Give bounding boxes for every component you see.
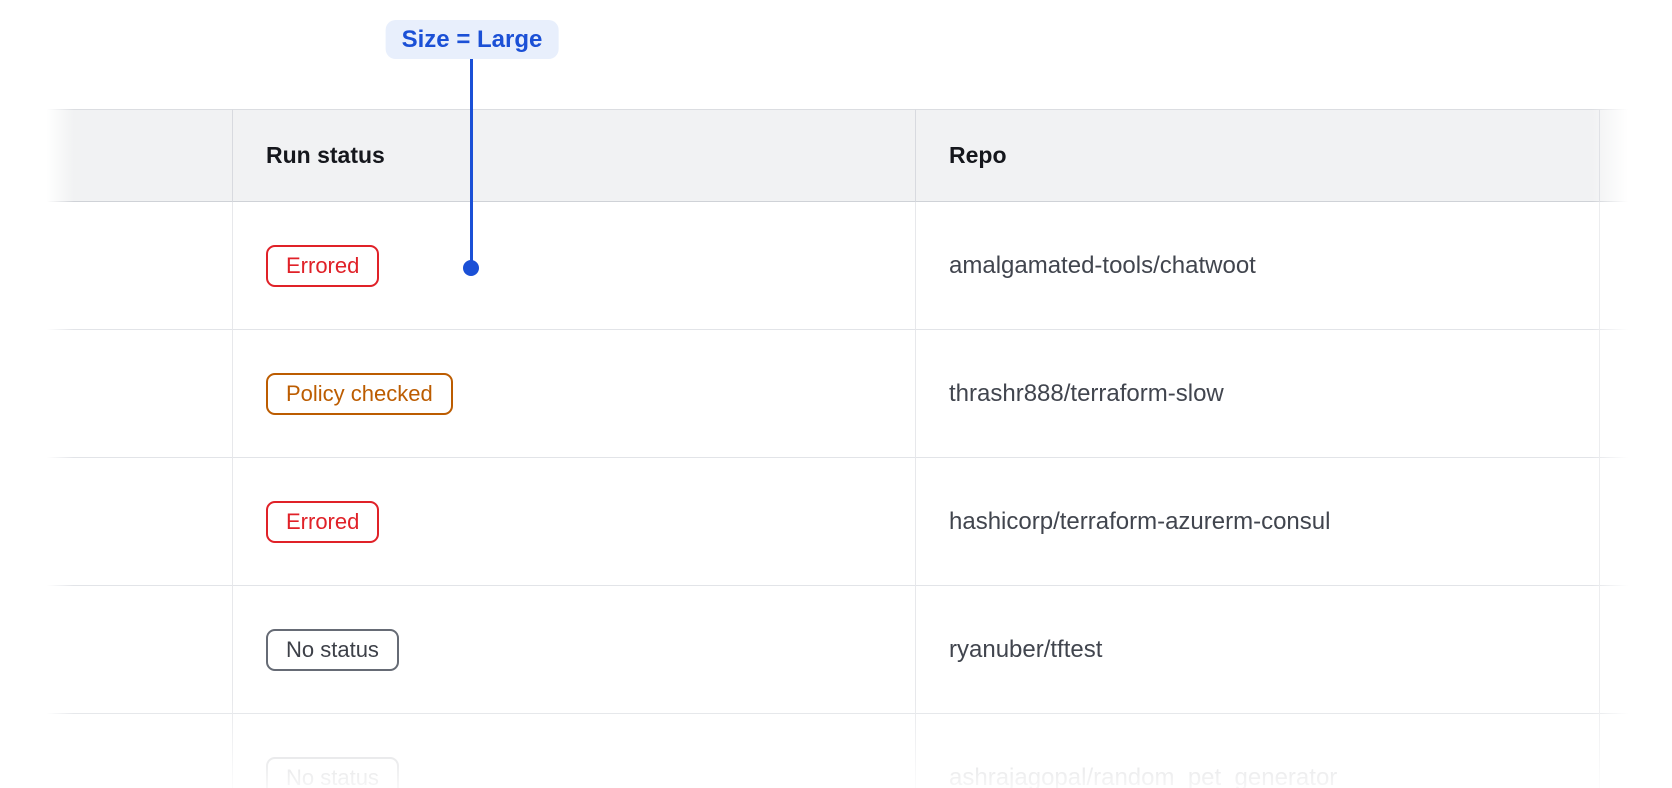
row-leading-cell <box>42 330 232 458</box>
run-status-cell: Errored <box>232 202 915 330</box>
table-body: Errored amalgamated-tools/chatwoot Polic… <box>42 202 1628 788</box>
status-badge-label: Policy checked <box>286 380 433 406</box>
row-cutoff-cell <box>1599 458 1628 586</box>
table-row[interactable]: Errored amalgamated-tools/chatwoot <box>42 202 1628 330</box>
repo-cell: hashicorp/terraform-azurerm-consul <box>915 458 1599 586</box>
repo-cell-text: ryanuber/tftest <box>949 635 1103 663</box>
repo-cell-text: ashrajagopal/random_pet_generator <box>949 763 1338 788</box>
status-badge: Errored <box>266 500 380 543</box>
row-cutoff-cell <box>1599 202 1628 330</box>
status-badge: Errored <box>266 244 380 287</box>
repo-cell-text: thrashr888/terraform-slow <box>949 379 1224 407</box>
table-row[interactable]: Policy checked thrashr888/terraform-slow <box>42 330 1628 458</box>
status-badge-label: No status <box>286 636 379 662</box>
status-badge: Policy checked <box>266 372 453 415</box>
row-leading-cell <box>42 714 232 788</box>
header-cell-cutoff <box>1599 109 1628 202</box>
repo-cell: ashrajagopal/random_pet_generator <box>915 714 1599 788</box>
table-row[interactable]: Errored hashicorp/terraform-azurerm-cons… <box>42 458 1628 586</box>
row-cutoff-cell <box>1599 586 1628 714</box>
table-row[interactable]: No status ryanuber/tftest <box>42 586 1628 714</box>
repo-cell: thrashr888/terraform-slow <box>915 330 1599 458</box>
annotation-connector-line <box>470 59 473 262</box>
status-badge-label: No status <box>286 764 379 788</box>
row-cutoff-cell <box>1599 714 1628 788</box>
repo-cell-text: amalgamated-tools/chatwoot <box>949 251 1256 279</box>
repo-cell: ryanuber/tftest <box>915 586 1599 714</box>
size-annotation-label: Size = Large <box>385 20 559 59</box>
table-row[interactable]: No status ashrajagopal/random_pet_genera… <box>42 714 1628 788</box>
row-leading-cell <box>42 586 232 714</box>
row-cutoff-cell <box>1599 330 1628 458</box>
repo-cell-text: hashicorp/terraform-azurerm-consul <box>949 507 1331 535</box>
header-cell-repo: Repo <box>915 109 1599 202</box>
header-cell-run-status: Run status <box>232 109 915 202</box>
table-header-row: Run status Repo <box>42 109 1628 202</box>
status-badge-label: Errored <box>286 508 360 534</box>
annotation-dot-icon <box>463 260 479 276</box>
status-badge: No status <box>266 756 399 788</box>
status-badge-label: Errored <box>286 252 360 278</box>
run-status-cell: Policy checked <box>232 330 915 458</box>
status-badge: No status <box>266 628 399 671</box>
repo-cell: amalgamated-tools/chatwoot <box>915 202 1599 330</box>
runs-table: Run status Repo Errored amalgamated-tool… <box>42 109 1628 788</box>
run-status-cell: Errored <box>232 458 915 586</box>
run-status-cell: No status <box>232 586 915 714</box>
run-status-cell: No status <box>232 714 915 788</box>
row-leading-cell <box>42 202 232 330</box>
row-leading-cell <box>42 458 232 586</box>
header-cell-empty <box>42 109 232 202</box>
